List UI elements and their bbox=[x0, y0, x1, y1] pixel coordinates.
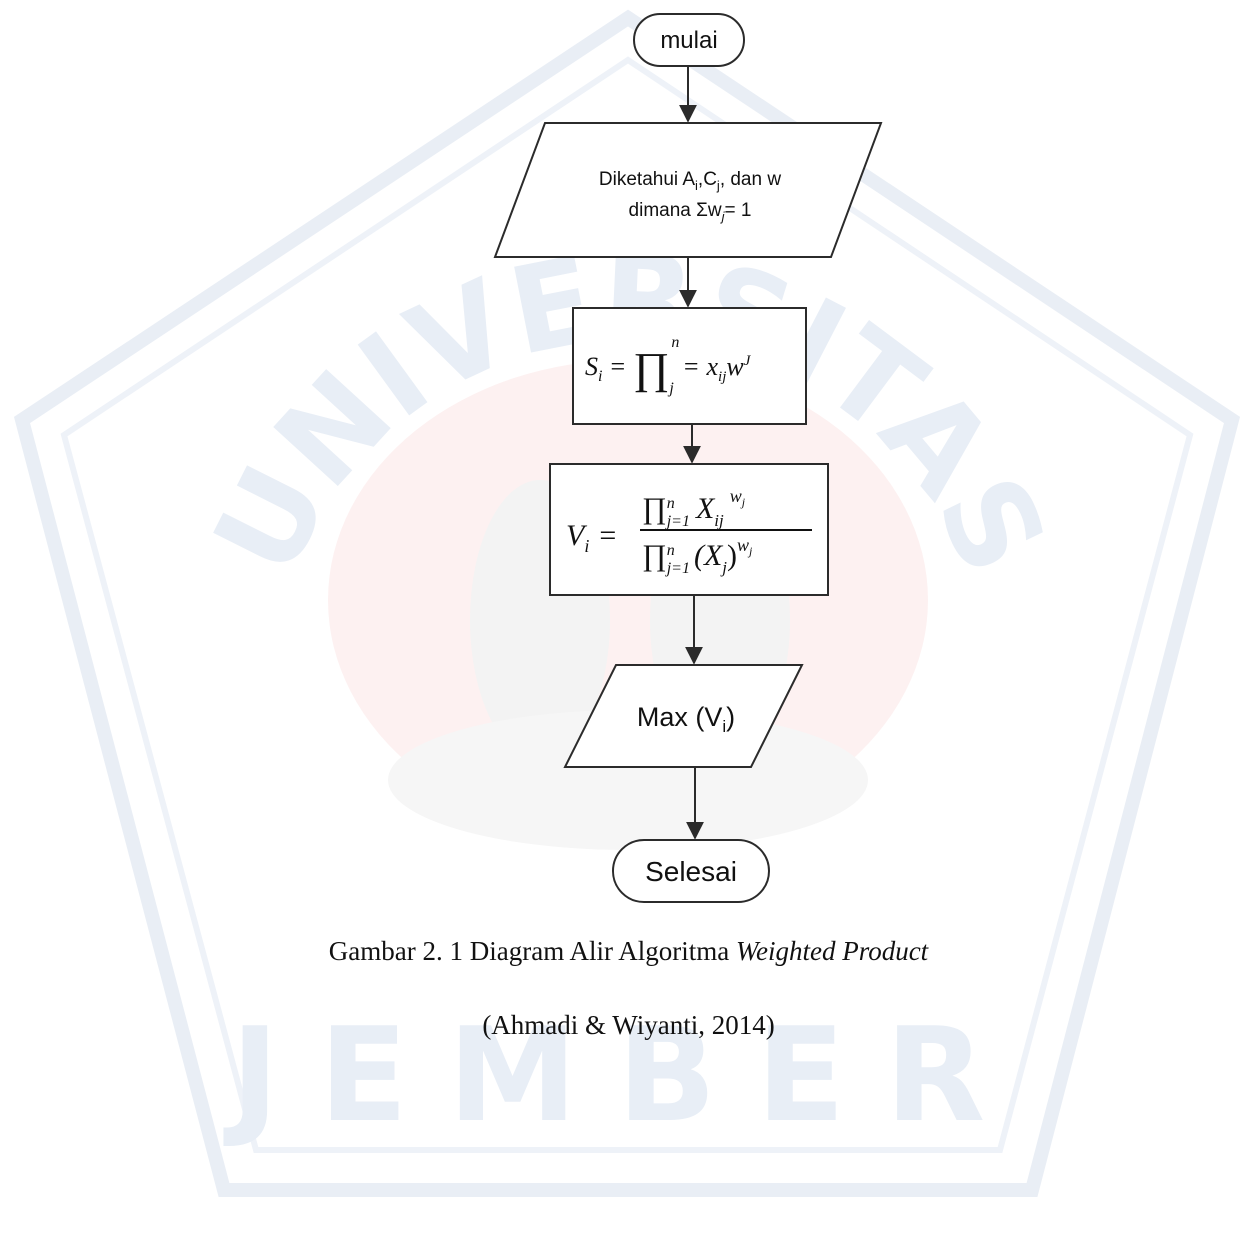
caption-text: Gambar 2. 1 Diagram Alir Algoritma bbox=[328, 936, 736, 966]
end-terminator: Selesai bbox=[612, 839, 770, 903]
output-label: Max (Vi) bbox=[637, 702, 735, 736]
start-terminator: mulai bbox=[633, 13, 745, 67]
process-vi-lhs: Vi= bbox=[566, 519, 616, 556]
connectors bbox=[679, 66, 704, 840]
figure-citation: (Ahmadi & Wiyanti, 2014) bbox=[482, 1010, 775, 1040]
end-label: Selesai bbox=[645, 856, 737, 887]
caption-italic-text: Weighted Product bbox=[735, 936, 929, 966]
input-node: Diketahui Ai,Cj, dan w dimana Σwj= 1 bbox=[493, 122, 883, 258]
output-node: Max (Vi) bbox=[563, 664, 804, 768]
input-line-1: Diketahui Ai,Cj, dan w bbox=[599, 169, 781, 193]
input-line-2: dimana Σwj= 1 bbox=[629, 200, 752, 224]
figure-caption: Gambar 2. 1 Diagram Alir Algoritma Weigh… bbox=[0, 936, 1257, 967]
start-label: mulai bbox=[660, 27, 717, 54]
watermark-text-bottom: JEMBER bbox=[223, 999, 1026, 1151]
